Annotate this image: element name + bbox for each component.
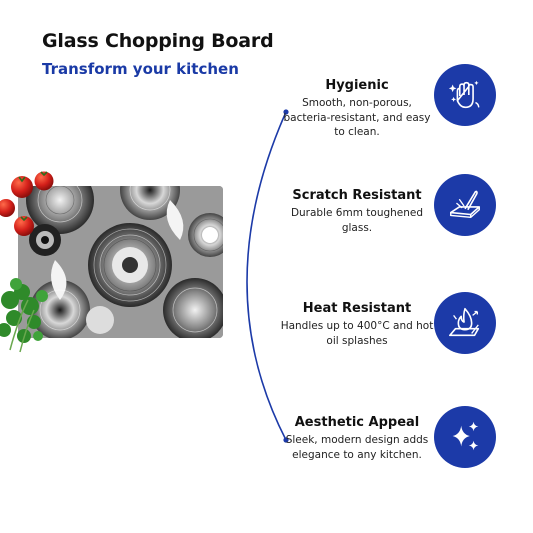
feature-heat-resistant: Heat Resistant Handles up to 400°C and h… (277, 301, 437, 348)
feature-description: Smooth, non-porous, bacteria-resistant, … (283, 97, 431, 138)
feature-badge (434, 292, 496, 354)
feature-badge (434, 174, 496, 236)
hand-wash-icon (448, 80, 480, 109)
feature-description: Sleek, modern design adds elegance to an… (285, 434, 429, 461)
feature-heading: Scratch Resistant (292, 188, 422, 203)
flame-icon (448, 307, 480, 337)
feature-scratch-resistant: Scratch Resistant Durable 6mm toughened … (277, 188, 437, 235)
feature-badge (434, 406, 496, 468)
sparkle-icon (452, 421, 479, 451)
knife-cut-icon (449, 190, 481, 219)
product-image (0, 171, 223, 353)
feature-heading: Hygienic (325, 78, 389, 93)
tomatoes (0, 171, 54, 236)
feature-badge (434, 64, 496, 126)
parsley (0, 278, 48, 353)
feature-description: Handles up to 400°C and hot oil splashes (280, 320, 434, 347)
feature-aesthetic-appeal: Aesthetic Appeal Sleek, modern design ad… (277, 415, 437, 462)
feature-hygienic: Hygienic Smooth, non-porous, bacteria-re… (277, 78, 437, 140)
feature-description: Durable 6mm toughened glass. (290, 207, 424, 234)
feature-heading: Heat Resistant (302, 301, 412, 316)
page-title: Glass Chopping Board (42, 30, 274, 52)
feature-heading: Aesthetic Appeal (294, 415, 420, 430)
page-subtitle: Transform your kitchen (42, 60, 239, 78)
